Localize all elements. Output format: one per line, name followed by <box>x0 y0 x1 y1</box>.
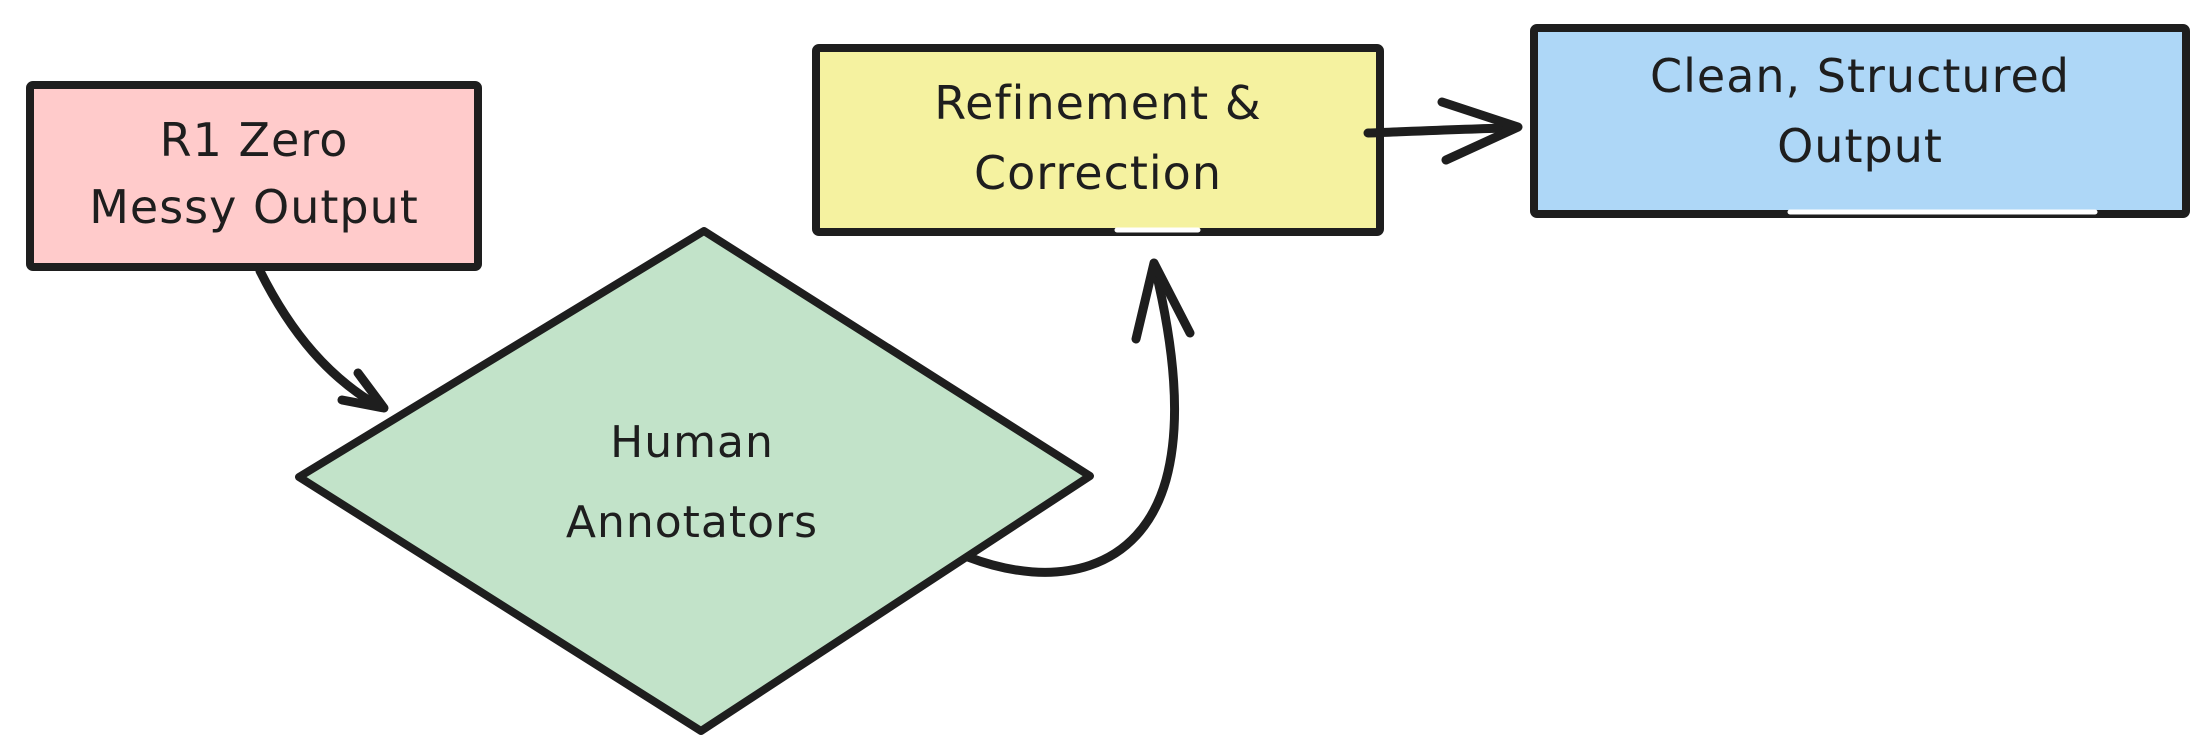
arrow-shaft <box>1363 123 1513 138</box>
node-refinement-correction[interactable]: Refinement & Correction <box>812 44 1384 236</box>
clean-output-label-line1: Clean, Structured <box>1650 49 2070 103</box>
refinement-label-line1: Refinement & <box>934 76 1261 130</box>
r1-zero-label-line2: Messy Output <box>89 180 419 234</box>
arrow-refinement-to-clean[interactable] <box>1363 97 1523 165</box>
refinement-correction-box[interactable] <box>812 44 1384 236</box>
arrow-head <box>337 368 389 413</box>
arrow-shaft <box>255 266 383 411</box>
refinement-label-line2: Correction <box>974 146 1222 200</box>
arrow-annotators-to-refinement[interactable] <box>963 258 1195 577</box>
human-annotators-label-line1: Human <box>610 417 774 468</box>
node-r1-zero-messy-output[interactable]: R1 Zero Messy Output <box>26 81 482 271</box>
r1-zero-box[interactable] <box>26 81 482 271</box>
node-clean-structured-output[interactable]: Clean, Structured Output <box>1530 24 2190 218</box>
human-annotators-diamond[interactable] <box>295 227 1094 735</box>
r1-zero-label-line1: R1 Zero <box>160 113 349 167</box>
arrow-head <box>1437 97 1523 165</box>
node-human-annotators[interactable]: Human Annotators <box>295 227 1094 735</box>
human-annotators-label-line2: Annotators <box>566 497 818 548</box>
clean-output-label-line2: Output <box>1777 119 1943 173</box>
arrow-shaft <box>963 263 1179 577</box>
arrow-r1-to-annotators[interactable] <box>255 266 389 413</box>
arrow-head <box>1131 258 1195 344</box>
